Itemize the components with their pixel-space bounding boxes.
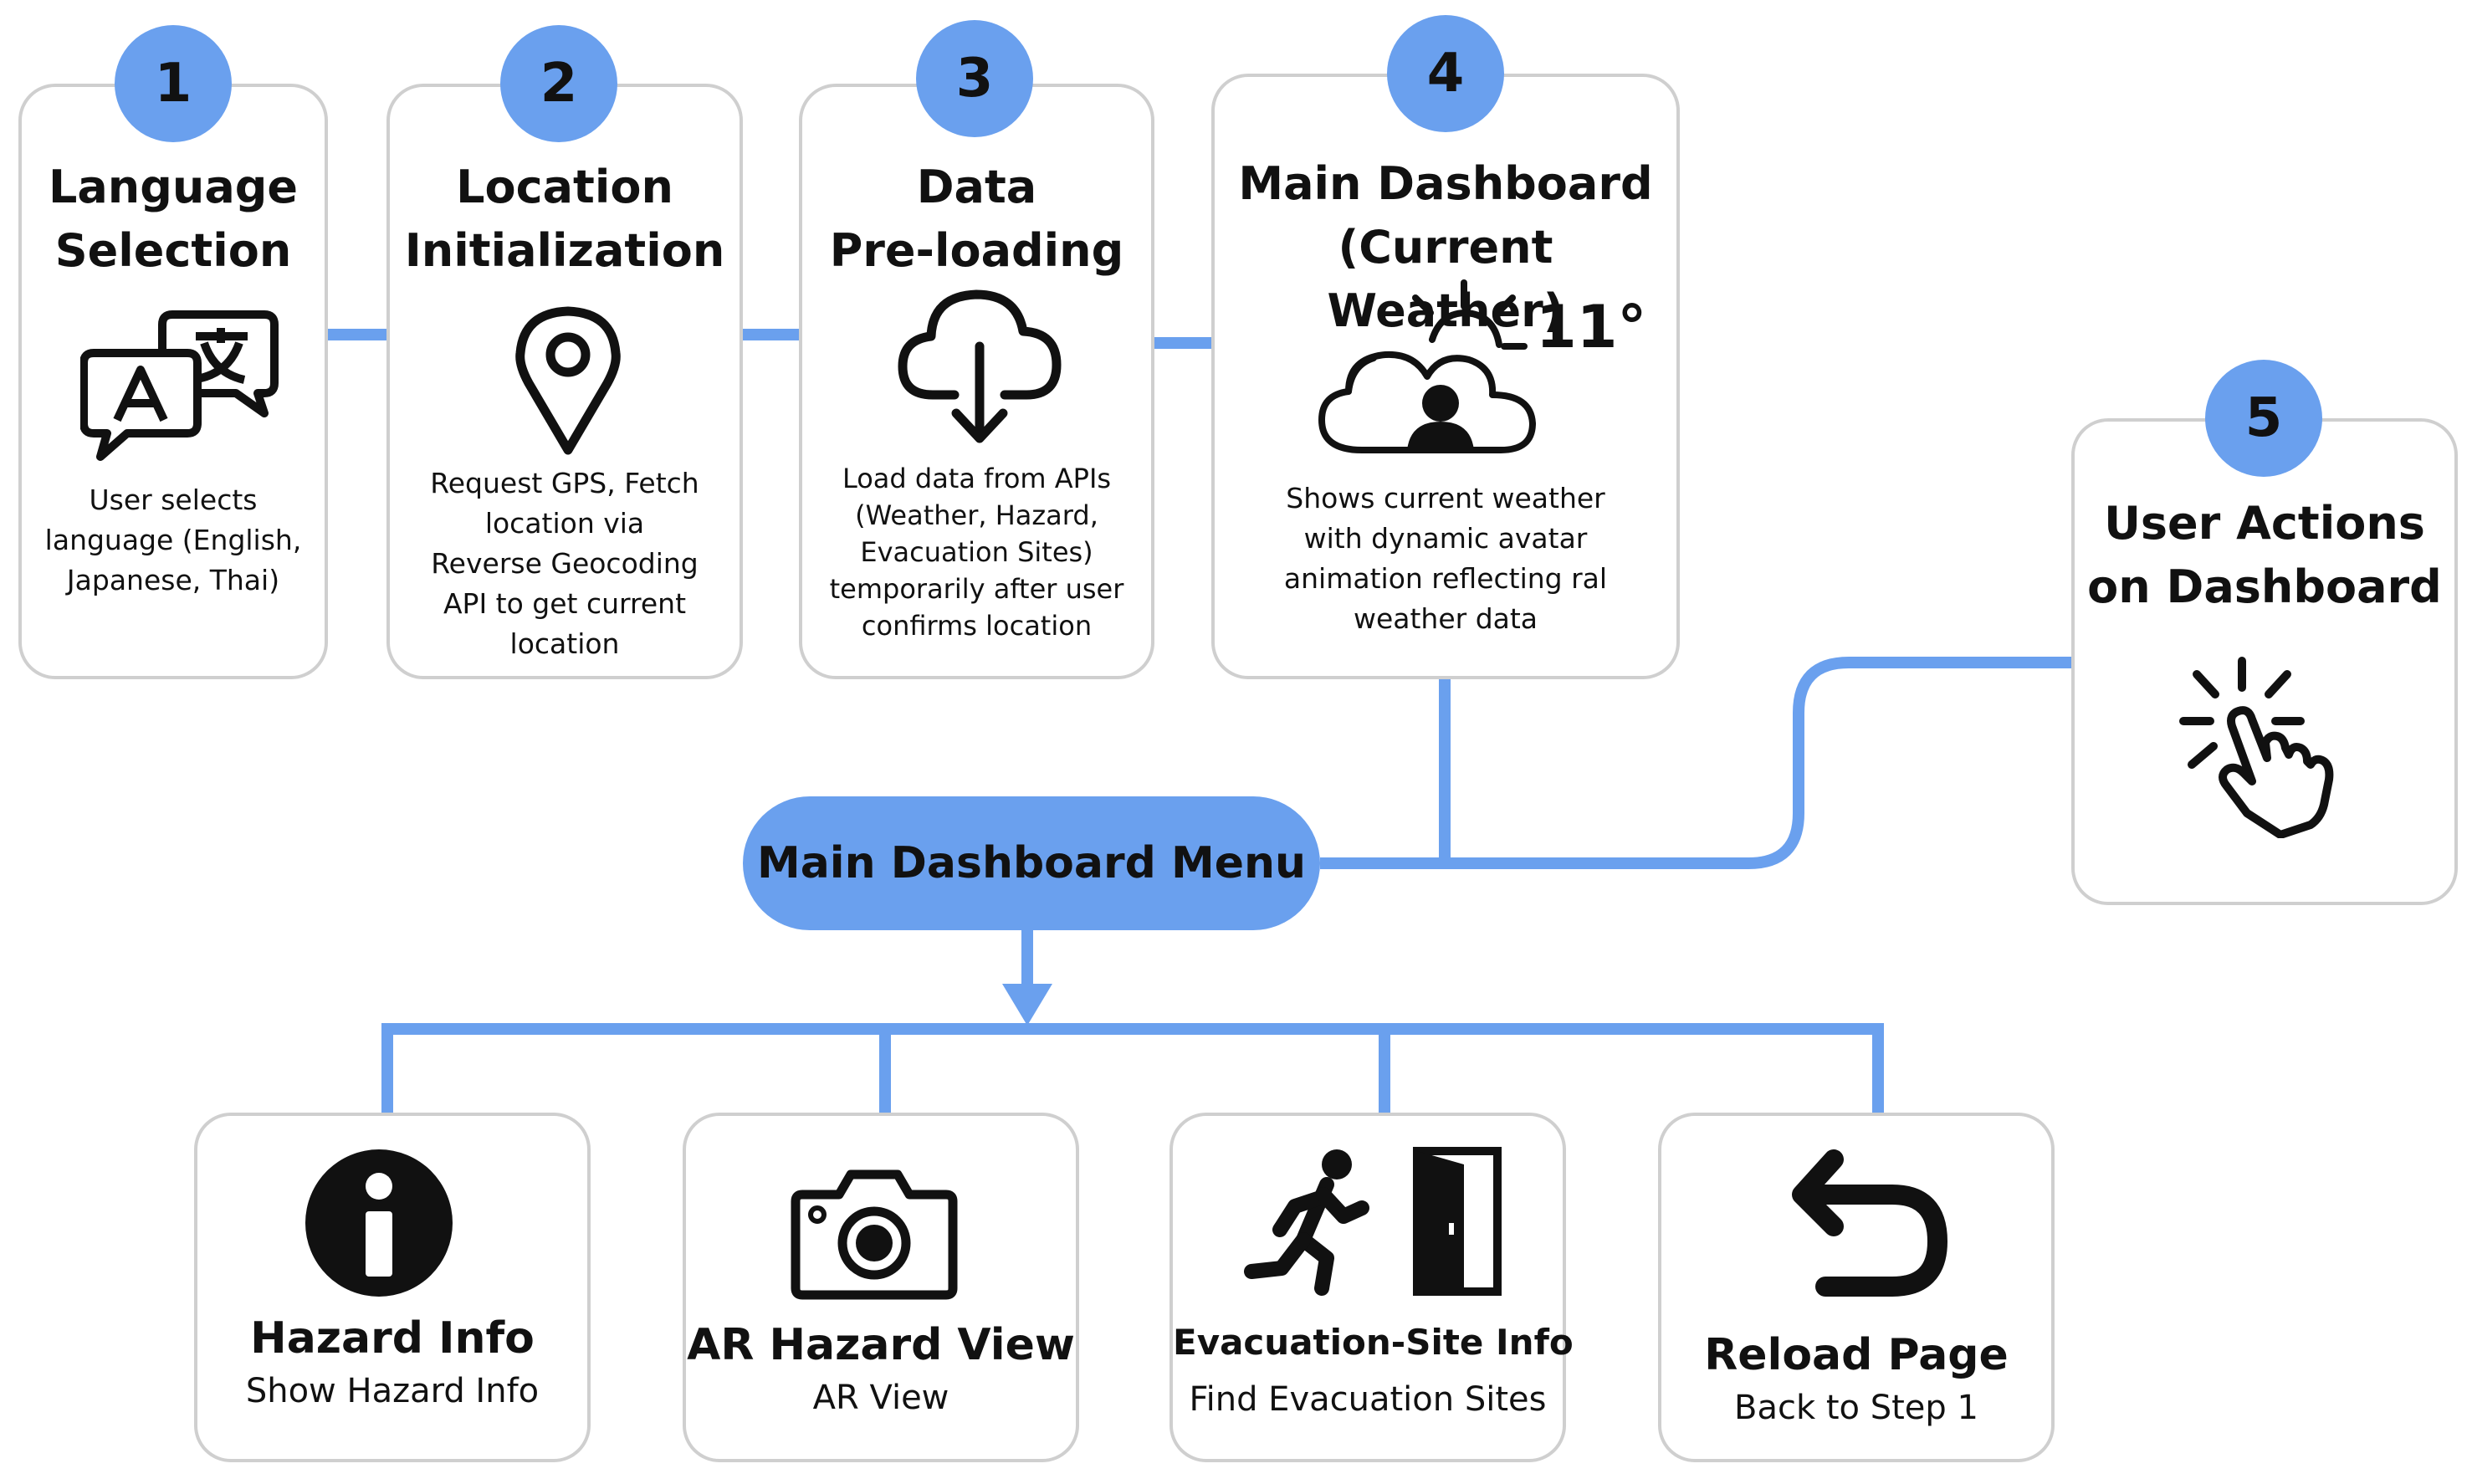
translate-icon bbox=[80, 310, 279, 461]
step-title: Language Selection bbox=[48, 161, 299, 277]
cloud-download-icon bbox=[898, 289, 1062, 443]
running-person-door-icon bbox=[1244, 1147, 1502, 1296]
step-number-badge-3: 3 bbox=[916, 20, 1033, 137]
option-card-ar-hazard-view: AR Hazard View AR View bbox=[683, 1113, 1079, 1462]
location-pin-icon bbox=[515, 306, 621, 455]
step-description: Request GPS, Fetch location via Reverse … bbox=[430, 467, 699, 660]
step-card-main-dashboard: Main Dashboard (Current Weather) 11° Sho… bbox=[1211, 74, 1680, 679]
info-icon bbox=[305, 1149, 453, 1297]
option-card-reload-page: Reload Page Back to Step 1 bbox=[1658, 1113, 2055, 1462]
step-description: Load data from APIs (Weather, Hazard, Ev… bbox=[829, 463, 1124, 642]
step-number-badge-1: 1 bbox=[115, 25, 232, 142]
step-title: Main Dashboard (Current Weather) bbox=[1238, 157, 1653, 337]
undo-arrow-icon bbox=[1792, 1149, 1947, 1297]
option-title: AR Hazard View bbox=[687, 1320, 1075, 1370]
option-subtitle: AR View bbox=[812, 1379, 949, 1417]
step-card-language-selection: Language Selection User selects language… bbox=[18, 84, 328, 679]
option-subtitle: Back to Step 1 bbox=[1734, 1389, 1978, 1427]
tap-hand-icon bbox=[2179, 657, 2334, 838]
step-title: Data Pre-loading bbox=[829, 161, 1124, 277]
option-card-evacuation-site-info: Evacuation-Site Info Find Evacuation Sit… bbox=[1169, 1113, 1574, 1462]
camera-icon bbox=[791, 1169, 958, 1300]
step-card-user-actions: User Actions on Dashboard bbox=[2071, 418, 2458, 905]
step-number-badge-2: 2 bbox=[500, 25, 617, 142]
step-description: User selects language (English, Japanese… bbox=[44, 484, 302, 596]
weather-avatar-icon bbox=[1318, 279, 1536, 453]
option-subtitle: Find Evacuation Sites bbox=[1189, 1380, 1547, 1419]
step-card-location-initialization: Location Initialization Request GPS, Fet… bbox=[386, 84, 743, 679]
option-title: Reload Page bbox=[1704, 1330, 2009, 1380]
step-number-badge-5: 5 bbox=[2205, 360, 2322, 477]
step-description: Shows current weather with dynamic avata… bbox=[1283, 482, 1608, 635]
step-number-badge-4: 4 bbox=[1387, 15, 1504, 132]
option-title: Hazard Info bbox=[250, 1313, 535, 1364]
main-dashboard-menu: Main Dashboard Menu bbox=[743, 796, 1320, 930]
option-title: Evacuation-Site Info bbox=[1173, 1322, 1574, 1363]
temperature-label: 11° bbox=[1536, 293, 1647, 361]
step-title: Location Initialization bbox=[404, 161, 725, 277]
option-card-hazard-info: Hazard Info Show Hazard Info bbox=[194, 1113, 591, 1462]
option-subtitle: Show Hazard Info bbox=[245, 1372, 540, 1410]
step-card-data-preloading: Data Pre-loading Load data from APIs (We… bbox=[799, 84, 1154, 679]
step-title: User Actions on Dashboard bbox=[2087, 497, 2442, 613]
